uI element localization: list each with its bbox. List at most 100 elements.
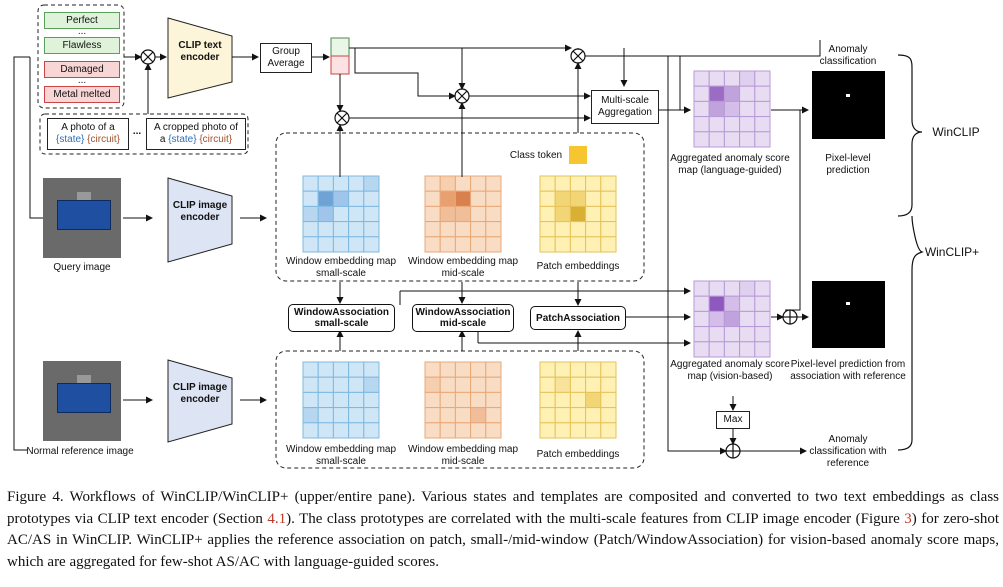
- window-small-ref-cell: [348, 391, 365, 409]
- window-mid-cell: [439, 236, 456, 253]
- window-mid-ref-cell: [470, 407, 487, 424]
- window-small-cell: [363, 175, 380, 192]
- window-mid-ref-cell: [454, 407, 472, 424]
- caption-ref-section: 4.1: [267, 510, 287, 527]
- window-mid-ref-cell: [470, 361, 487, 378]
- patch-cell: [569, 236, 587, 253]
- window-mid-cell: [424, 190, 441, 207]
- patch-ref-cell: [600, 407, 617, 424]
- pcb-pins-ref: [77, 375, 91, 383]
- patch-cell: [585, 175, 602, 192]
- anomaly-classification-label: Anomaly classification: [819, 44, 877, 67]
- window-mid-ref-cell: [485, 422, 502, 439]
- agg-vision-cell: [693, 280, 710, 297]
- window-mid-cell: [454, 190, 472, 207]
- state-metal-melted: Metal melted: [44, 86, 120, 103]
- agg-lang-cell: [693, 131, 710, 148]
- patch-cell: [539, 205, 556, 223]
- window-mid-ref-cell: [454, 422, 472, 439]
- patch-cell: [585, 221, 602, 238]
- window-mid-ref-cell: [470, 376, 487, 393]
- window-mid-ref-cell: [454, 376, 472, 393]
- patch-ref-cell: [585, 376, 602, 393]
- window-small-cell: [317, 190, 334, 207]
- window-mid-ref-cell: [454, 361, 472, 378]
- pixel-prediction-ref-image: [812, 281, 885, 348]
- patch-cell: [600, 175, 617, 192]
- window-mid-cell: [470, 236, 487, 253]
- patch-ref-cell: [539, 407, 556, 424]
- agg-lang-cell: [754, 100, 771, 118]
- window-mid-cell: [424, 205, 441, 223]
- agg-vision-cell: [723, 341, 741, 358]
- patch-ref-cell: [539, 422, 556, 439]
- patch-cell: [585, 190, 602, 207]
- pixel-level-ref-label: Pixel-level prediction from association …: [790, 359, 906, 382]
- caption-part-3: ) for zero-shot AC/AS in WinCLIP. WinCLI…: [7, 510, 1000, 570]
- window-mid-cell: [485, 205, 502, 223]
- window-small-ref-cell: [317, 376, 334, 393]
- window-mid-ref-cell: [485, 376, 502, 393]
- patch-ref-cell: [554, 407, 571, 424]
- window-mid-ref-cell: [424, 391, 441, 409]
- patch-cell: [569, 175, 587, 192]
- agg-vision-cell: [723, 326, 741, 343]
- anomaly-cls-ref-label: Anomaly classification with reference: [809, 434, 887, 469]
- patch-ref-cell: [569, 391, 587, 409]
- window-small-cell: [332, 236, 350, 253]
- window-small-ref-cell: [332, 376, 350, 393]
- patch-ref-cell: [600, 391, 617, 409]
- window-small-ref-cell: [302, 376, 319, 393]
- window-mid-ref-cell: [470, 422, 487, 439]
- circuit-token: {circuit}: [87, 134, 120, 145]
- patch-cell: [600, 221, 617, 238]
- agg-vision-cell: [754, 310, 771, 328]
- agg-lang-cell: [708, 100, 725, 118]
- window-association-small: WindowAssociation small-scale: [288, 304, 395, 332]
- class-token-label: Class token: [509, 150, 563, 161]
- agg-vision-cell: [754, 341, 771, 358]
- group-average-box: Group Average: [260, 43, 312, 73]
- patch-association: PatchAssociation: [530, 306, 626, 330]
- patch-cell: [600, 236, 617, 253]
- window-small-cell: [363, 221, 380, 238]
- state-perfect: Perfect: [44, 12, 120, 29]
- window-small-cell: [363, 236, 380, 253]
- window-mid-cell: [470, 175, 487, 192]
- agg-vision-label: Aggregated anomaly score map (vision-bas…: [670, 359, 790, 382]
- multiscale-aggregation-box: Multi-scale Aggregation: [591, 90, 659, 124]
- agg-lang-cell: [723, 100, 741, 118]
- agg-lang-cell: [739, 85, 756, 102]
- patch-cell: [554, 190, 571, 207]
- agg-lang-cell: [723, 116, 741, 133]
- window-mid-cell: [470, 205, 487, 223]
- agg-lang-cell: [739, 70, 756, 87]
- agg-vision-cell: [739, 295, 756, 312]
- window-small-ref-cell: [302, 422, 319, 439]
- patch-ref-cell: [585, 361, 602, 378]
- window-mid-ref-cell: [424, 422, 441, 439]
- window-small-cell: [302, 175, 319, 192]
- agg-lang-cell: [693, 70, 710, 87]
- patch-cell: [554, 175, 571, 192]
- patch-ref-cell: [554, 361, 571, 378]
- agg-vision-cell: [723, 295, 741, 312]
- workflow-diagram: [13, 4, 924, 469]
- agg-lang-cell: [754, 131, 771, 148]
- agg-vision-cell: [693, 295, 710, 312]
- template-2-article: a: [159, 134, 166, 145]
- window-mid-ref-cell: [424, 361, 441, 378]
- window-mid-cell: [485, 190, 502, 207]
- window-small-cell: [302, 221, 319, 238]
- window-small-ref-cell: [332, 361, 350, 378]
- window-mid-cell: [424, 221, 441, 238]
- caption-part-1: Figure 4. Workflows of WinCLIP/WinCLIP+ …: [7, 489, 999, 527]
- window-mid-ref-cell: [424, 376, 441, 393]
- window-small-ref-cell: [317, 391, 334, 409]
- window-mid-cell: [485, 221, 502, 238]
- window-small-ref-cell: [302, 391, 319, 409]
- agg-vision-cell: [693, 326, 710, 343]
- patch-cell: [554, 205, 571, 223]
- patch-cell: [539, 221, 556, 238]
- ellipsis: ...: [77, 26, 87, 37]
